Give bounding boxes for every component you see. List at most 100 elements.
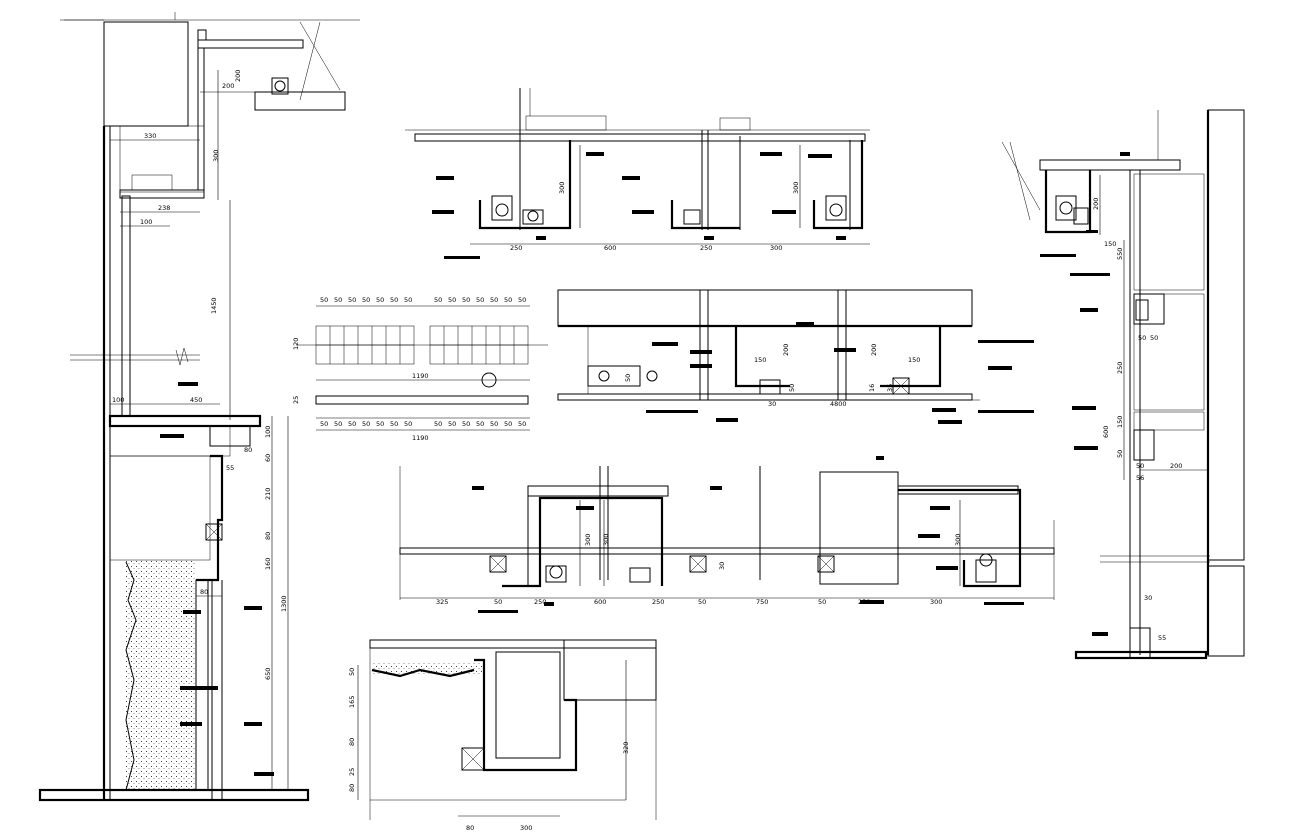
dim-300: 300 (520, 824, 532, 832)
dim-50: 50 (518, 296, 526, 304)
middle-ceiling-section (557, 289, 980, 401)
dim-250: 250 (534, 598, 546, 606)
dim-50: 50 (698, 598, 706, 606)
dim-1190: 1190 (412, 372, 429, 380)
dim-50: 50 (1138, 334, 1146, 342)
concrete-slab-hatch (103, 21, 189, 127)
dim-50: 50 (462, 420, 470, 428)
dim-50: 50 (476, 296, 484, 304)
dim-80: 80 (348, 784, 356, 792)
right-wall-dimensions: 550 50 50 250 150 600 50 50 200 56 30 55 (1102, 248, 1182, 642)
dim-16: 16 (868, 384, 876, 392)
dim-300: 300 (584, 534, 592, 546)
dim-200: 200 (1170, 462, 1182, 470)
dim-50: 50 (348, 668, 356, 676)
dim-100: 100 (112, 396, 124, 404)
dim-50: 50 (490, 296, 498, 304)
dim-50: 50 (788, 384, 796, 392)
dim-50: 50 (376, 296, 384, 304)
dim-200: 200 (1092, 198, 1100, 210)
dim-300: 300 (792, 182, 800, 194)
dim-50: 50 (320, 296, 328, 304)
dim-300: 300 (602, 534, 610, 546)
dim-25: 25 (348, 768, 356, 776)
dim-50: 50 (434, 420, 442, 428)
dim-300: 300 (558, 182, 566, 194)
left-section-dimensions: 200 200 330 300 238 100 1450 100 450 100… (112, 70, 288, 680)
dim-100: 100 (140, 218, 152, 226)
dim-320: 320 (622, 742, 630, 754)
dim-330: 330 (144, 132, 156, 140)
dim-300: 300 (954, 534, 962, 546)
dim-50: 50 (320, 420, 328, 428)
dim-250: 250 (1116, 362, 1124, 374)
dim-210: 210 (264, 488, 272, 500)
dim-50: 50 (390, 420, 398, 428)
dim-80: 80 (200, 588, 208, 596)
dim-150: 150 (754, 356, 766, 364)
dim-50: 50 (504, 420, 512, 428)
dim-50: 50 (334, 296, 342, 304)
dim-56: 56 (1136, 474, 1144, 482)
dim-80: 80 (264, 532, 272, 540)
dim-200: 200 (870, 344, 878, 356)
dim-50: 50 (348, 420, 356, 428)
dim-50: 50 (404, 296, 412, 304)
dim-300: 300 (770, 244, 782, 252)
dim-50: 50 (1150, 334, 1158, 342)
dim-325: 325 (436, 598, 448, 606)
dim-250: 250 (700, 244, 712, 252)
dim-50: 50 (362, 420, 370, 428)
dim-80: 80 (244, 446, 252, 454)
dim-50: 50 (448, 420, 456, 428)
dim-600: 600 (1102, 426, 1110, 438)
dim-50: 50 (404, 420, 412, 428)
dim-600: 600 (604, 244, 616, 252)
dim-1300: 1300 (280, 595, 288, 612)
dim-50: 50 (348, 296, 356, 304)
left-wall-section (38, 12, 360, 802)
dim-55: 55 (1158, 634, 1166, 642)
dim-50: 50 (390, 296, 398, 304)
top-right-section (1001, 110, 1181, 235)
right-wall-section (1074, 109, 1245, 660)
tile-module-detail (296, 305, 548, 431)
dim-200: 200 (782, 344, 790, 356)
dim-650: 650 (264, 668, 272, 680)
dim-250: 250 (858, 598, 870, 606)
dim-30: 30 (718, 562, 726, 570)
dim-50: 50 (818, 598, 826, 606)
dim-150: 150 (908, 356, 920, 364)
dim-100: 100 (264, 426, 272, 438)
dim-30: 30 (1144, 594, 1152, 602)
dim-300: 300 (930, 598, 942, 606)
dim-50: 50 (624, 374, 632, 382)
dim-80: 80 (466, 824, 474, 832)
dim-238: 238 (158, 204, 170, 212)
dim-120: 120 (292, 338, 300, 350)
dim-50: 50 (504, 296, 512, 304)
dim-50: 50 (448, 296, 456, 304)
bottom-detail-section (357, 639, 657, 820)
dim-50: 50 (518, 420, 526, 428)
dim-50: 50 (334, 420, 342, 428)
dim-55: 55 (226, 464, 234, 472)
dim-160: 160 (264, 558, 272, 570)
dim-250: 250 (510, 244, 522, 252)
dim-60: 60 (264, 454, 272, 462)
top-right-dimensions: 200 150 (1092, 198, 1116, 248)
middle-ceiling-dimensions: 150 150 200 200 4800 50 30 50 16 35 (624, 344, 920, 408)
lower-middle-dimensions: 325 50 250 600 250 50 750 50 250 300 300… (436, 534, 962, 606)
dim-750: 750 (756, 598, 768, 606)
dim-1450: 1450 (210, 297, 218, 314)
dim-450: 450 (190, 396, 202, 404)
dim-165: 165 (348, 696, 356, 708)
dim-150: 150 (1104, 240, 1116, 248)
dim-50: 50 (362, 296, 370, 304)
tile-module-labels: 50 50 50 50 50 50 50 50 50 50 50 50 50 5… (292, 296, 526, 442)
dim-4800: 4800 (830, 400, 847, 408)
top-middle-section (405, 88, 870, 245)
dim-25: 25 (292, 396, 300, 404)
dim-300: 300 (212, 150, 220, 162)
